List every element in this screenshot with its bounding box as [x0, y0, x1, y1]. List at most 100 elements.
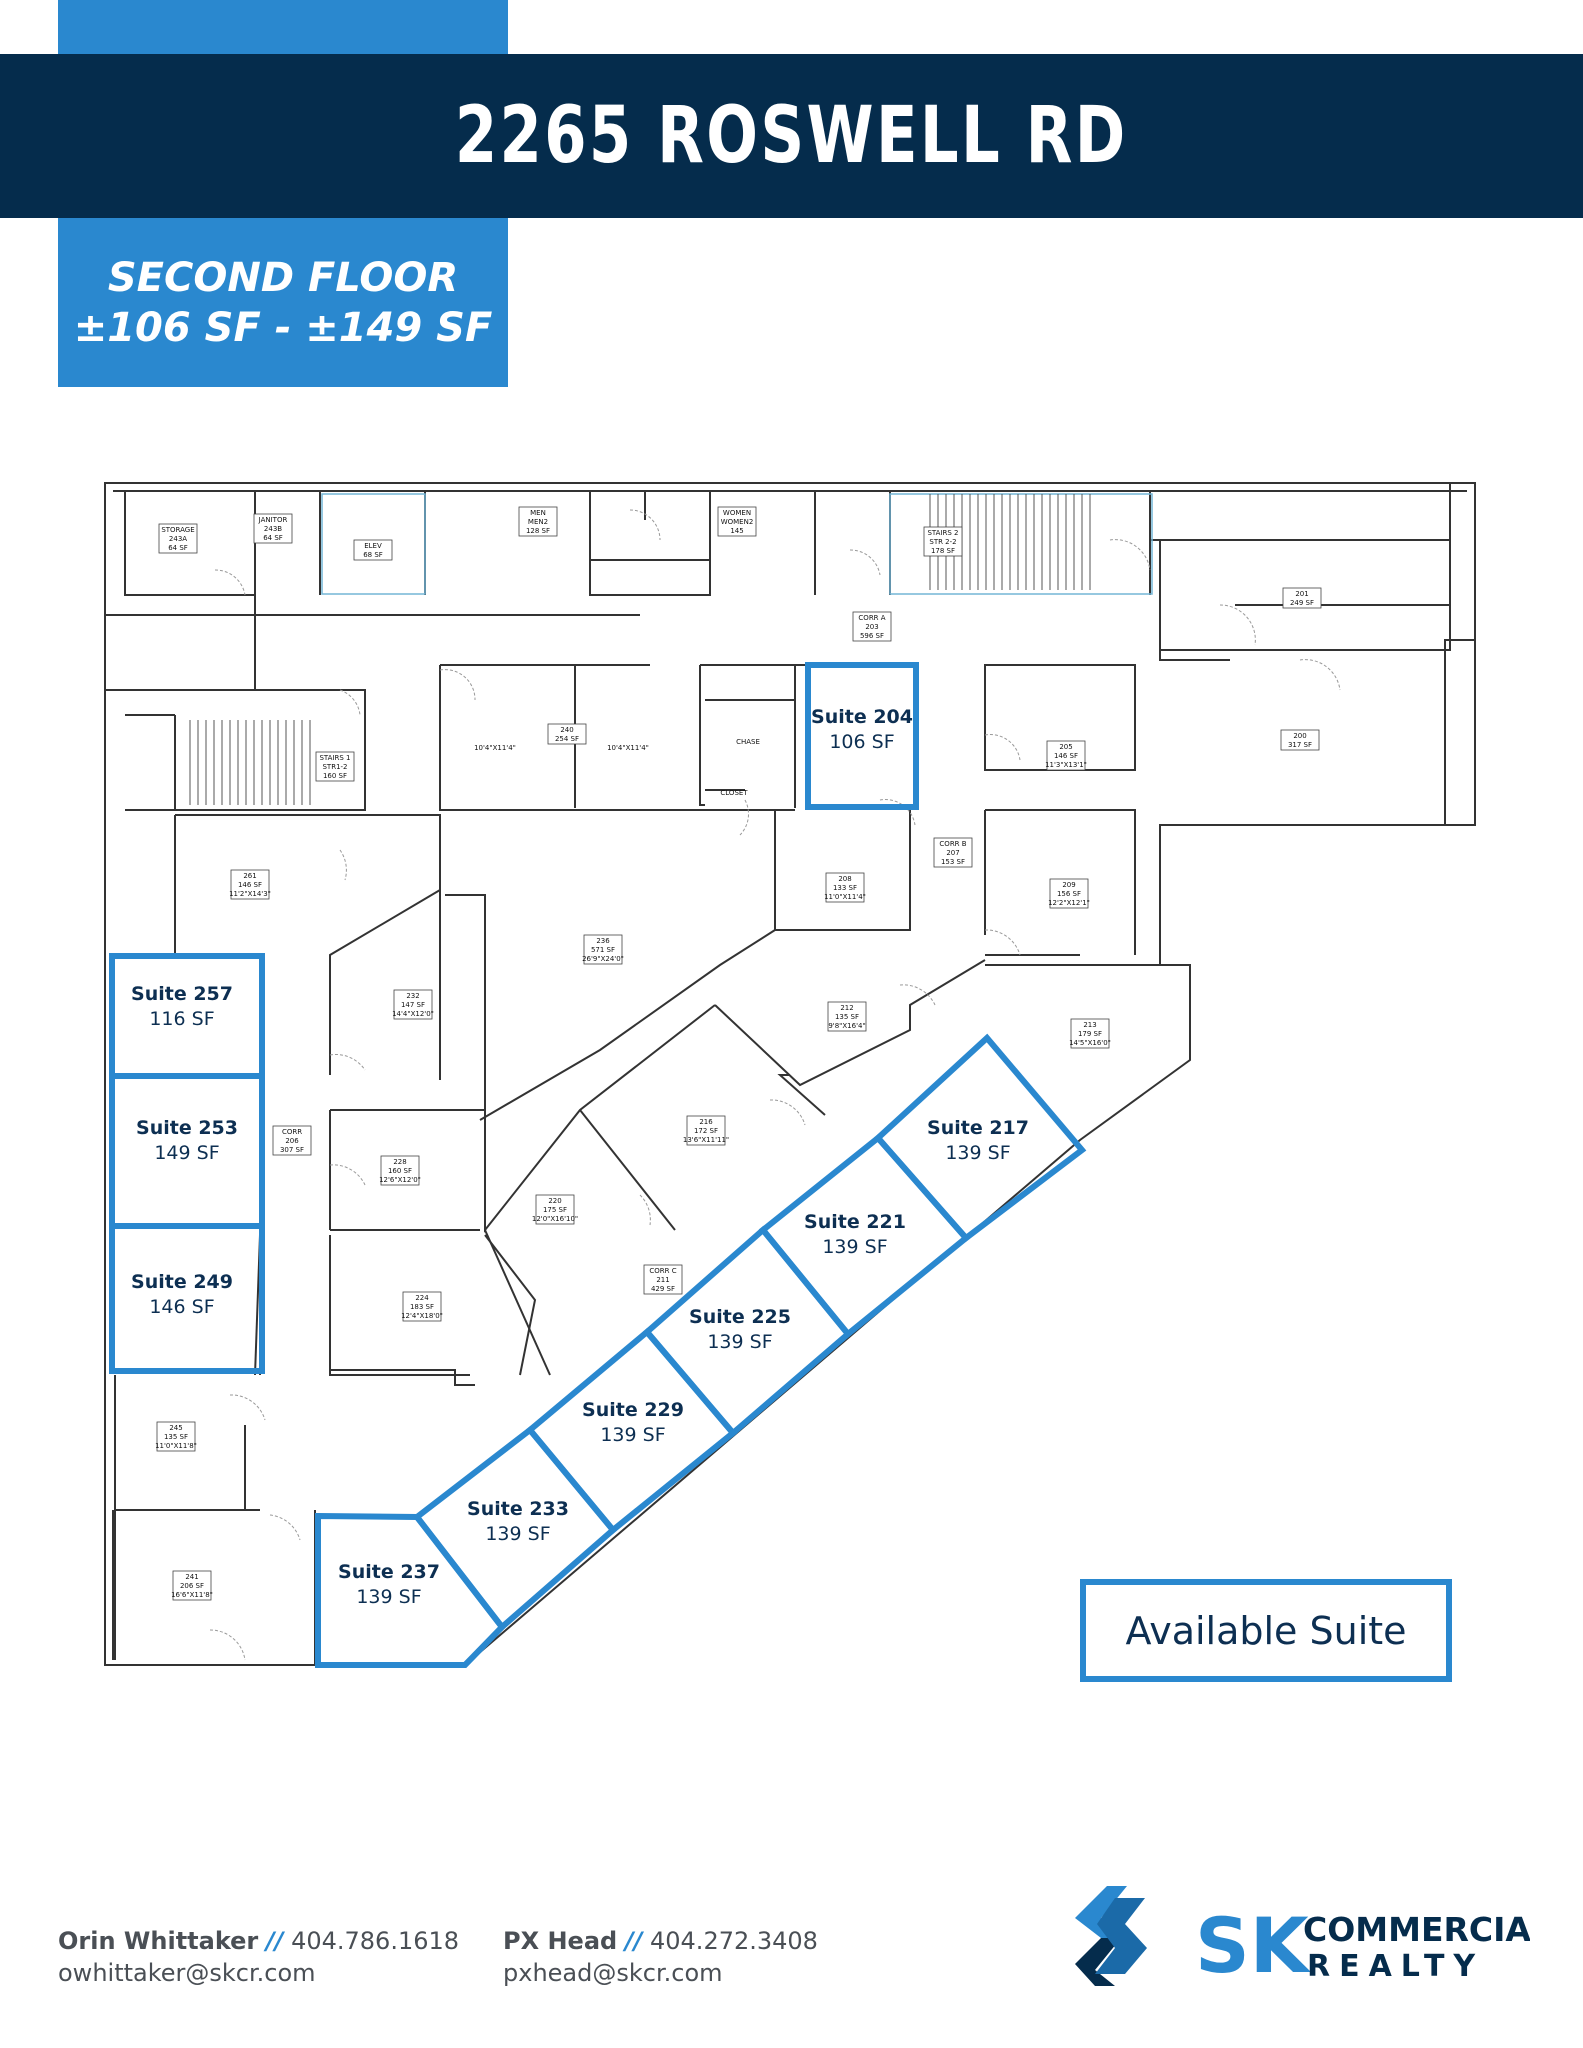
suite-area: 139 SF	[356, 1586, 421, 1608]
contact-separator: //	[624, 1927, 643, 1955]
room-tag-box	[158, 523, 198, 554]
room-tag-box	[547, 723, 587, 745]
room-label-men: MEN	[530, 509, 546, 517]
room-label-r213: 179 SF	[1078, 1030, 1102, 1038]
room-label-r212: 135 SF	[835, 1013, 859, 1021]
room-label-r216: 13'6"X11'11"	[683, 1136, 729, 1144]
room-label-chase: CHASE	[736, 738, 760, 746]
room-label-r212: 212	[840, 1004, 853, 1012]
room-label-storage: 64 SF	[168, 544, 188, 552]
available-suites	[109, 662, 1087, 1668]
plan-walls	[104, 482, 1476, 1666]
room-label-storage: STORAGE	[161, 526, 194, 534]
suite-area: 139 SF	[945, 1142, 1010, 1164]
room-label-r216: 216	[699, 1118, 713, 1126]
suite-237-outline[interactable]	[315, 1512, 506, 1668]
contact-separator: //	[265, 1927, 284, 1955]
room-tag-box	[643, 1264, 683, 1295]
suite-area: 139 SF	[600, 1424, 665, 1446]
room-label-stairs1: STAIRS 1	[319, 754, 350, 762]
room-label-r228: 12'6"X12'0"	[379, 1176, 421, 1184]
room-label-corr206: 307 SF	[280, 1146, 304, 1154]
room-label-corrc: 211	[656, 1276, 669, 1284]
room-label-corra: CORR A	[858, 614, 885, 622]
room-label-r201: 201	[1295, 590, 1308, 598]
contact-orin: Orin Whittaker // 404.786.1618 owhittake…	[58, 1925, 459, 1989]
suite-area: 139 SF	[822, 1236, 887, 1258]
room-label-corrc: 429 SF	[651, 1285, 675, 1293]
room-tag-box	[272, 1125, 312, 1156]
room-tag-box	[172, 1570, 212, 1601]
room-label-corra: 203	[865, 623, 878, 631]
room-tag-box	[717, 506, 757, 537]
room-label-elev: 68 SF	[363, 551, 383, 559]
legend-available-suite: Available Suite	[1080, 1579, 1452, 1682]
sk-commercial-realty-logo: SK COMMERCIAL REALTY	[1075, 1886, 1530, 1986]
room-label-women: 145	[730, 527, 743, 535]
room-label-r241: 206 SF	[180, 1582, 204, 1590]
room-label-r208: 208	[838, 875, 851, 883]
legend-label: Available Suite	[1125, 1608, 1407, 1653]
room-label-r228: 160 SF	[388, 1167, 412, 1175]
room-tag-box	[827, 1001, 867, 1032]
suite-area: 139 SF	[485, 1523, 550, 1545]
room-tag-box	[1282, 587, 1322, 609]
room-label-stairs2: 178 SF	[931, 547, 955, 555]
logo-line1: COMMERCIAL	[1303, 1910, 1530, 1949]
room-tag-box	[1049, 878, 1089, 909]
room-label-r241: 241	[185, 1573, 198, 1581]
room-label-corr206: CORR	[282, 1128, 302, 1136]
header-accent-tab	[58, 0, 508, 54]
room-label-r209: 209	[1062, 881, 1075, 889]
room-label-corrb: CORR B	[939, 840, 966, 848]
sk-logo-mark-icon	[1075, 1886, 1147, 1986]
suite-name: Suite 253	[136, 1117, 238, 1139]
suite-name: Suite 237	[338, 1561, 440, 1583]
room-label-r208: 11'0"X11'4"	[824, 893, 866, 901]
floor-info-box: SECOND FLOOR ±106 SF - ±149 SF	[58, 218, 508, 387]
page-title: 2265 ROSWELL RD	[455, 91, 1128, 181]
room-label-r245: 245	[169, 1424, 182, 1432]
room-label-women: WOMEN2	[721, 518, 754, 526]
room-label-r224: 12'4"X18'0"	[401, 1312, 443, 1320]
room-tag-box	[1070, 1018, 1110, 1049]
suite-204-outline[interactable]	[805, 662, 919, 810]
logo-mark-text: SK	[1195, 1901, 1312, 1986]
contact-phone[interactable]: 404.786.1618	[291, 1927, 460, 1955]
room-label-dim240a: 10'4"X11'4"	[474, 744, 516, 752]
room-label-storage: 243A	[169, 535, 187, 543]
room-tag-box	[852, 611, 892, 642]
room-label-r245: 135 SF	[164, 1433, 188, 1441]
room-label-r205: 205	[1059, 743, 1072, 751]
room-label-r232: 14'4"X12'0"	[392, 1010, 434, 1018]
room-tag-box	[380, 1155, 420, 1186]
room-label-r205: 11'3"X13'1"	[1045, 761, 1087, 769]
contact-name: Orin Whittaker	[58, 1927, 259, 1955]
room-label-r220: 175 SF	[543, 1206, 567, 1214]
room-label-r236: 236	[596, 937, 610, 945]
room-label-corr206: 206	[285, 1137, 299, 1145]
plan-shaft-lines	[321, 493, 1153, 595]
room-label-r224: 183 SF	[410, 1303, 434, 1311]
room-tag-box	[393, 989, 433, 1020]
room-label-r241: 16'6"X11'8"	[171, 1591, 213, 1599]
floor-name: SECOND FLOOR	[107, 254, 459, 301]
contact-email[interactable]: owhittaker@skcr.com	[58, 1959, 316, 1987]
contact-name: PX Head	[503, 1927, 618, 1955]
suite-name: Suite 229	[582, 1399, 684, 1421]
room-tag-box	[402, 1291, 442, 1322]
room-label-r245: 11'0"X11'8"	[155, 1442, 197, 1450]
contact-phone[interactable]: 404.272.3408	[650, 1927, 818, 1955]
room-tag-box	[156, 1421, 196, 1452]
contact-email[interactable]: pxhead@skcr.com	[503, 1959, 723, 1987]
title-banner: 2265 ROSWELL RD	[0, 54, 1583, 218]
suite-249-outline[interactable]	[109, 1223, 265, 1374]
room-label-r261: 261	[243, 872, 256, 880]
room-label-stairs1: STR1-2	[322, 763, 347, 771]
room-tag-box	[535, 1194, 575, 1225]
room-label-r236: 26'9"X24'0"	[582, 955, 624, 963]
room-label-r240: 240	[560, 726, 573, 734]
room-label-r261: 11'2"X14'3"	[229, 890, 271, 898]
